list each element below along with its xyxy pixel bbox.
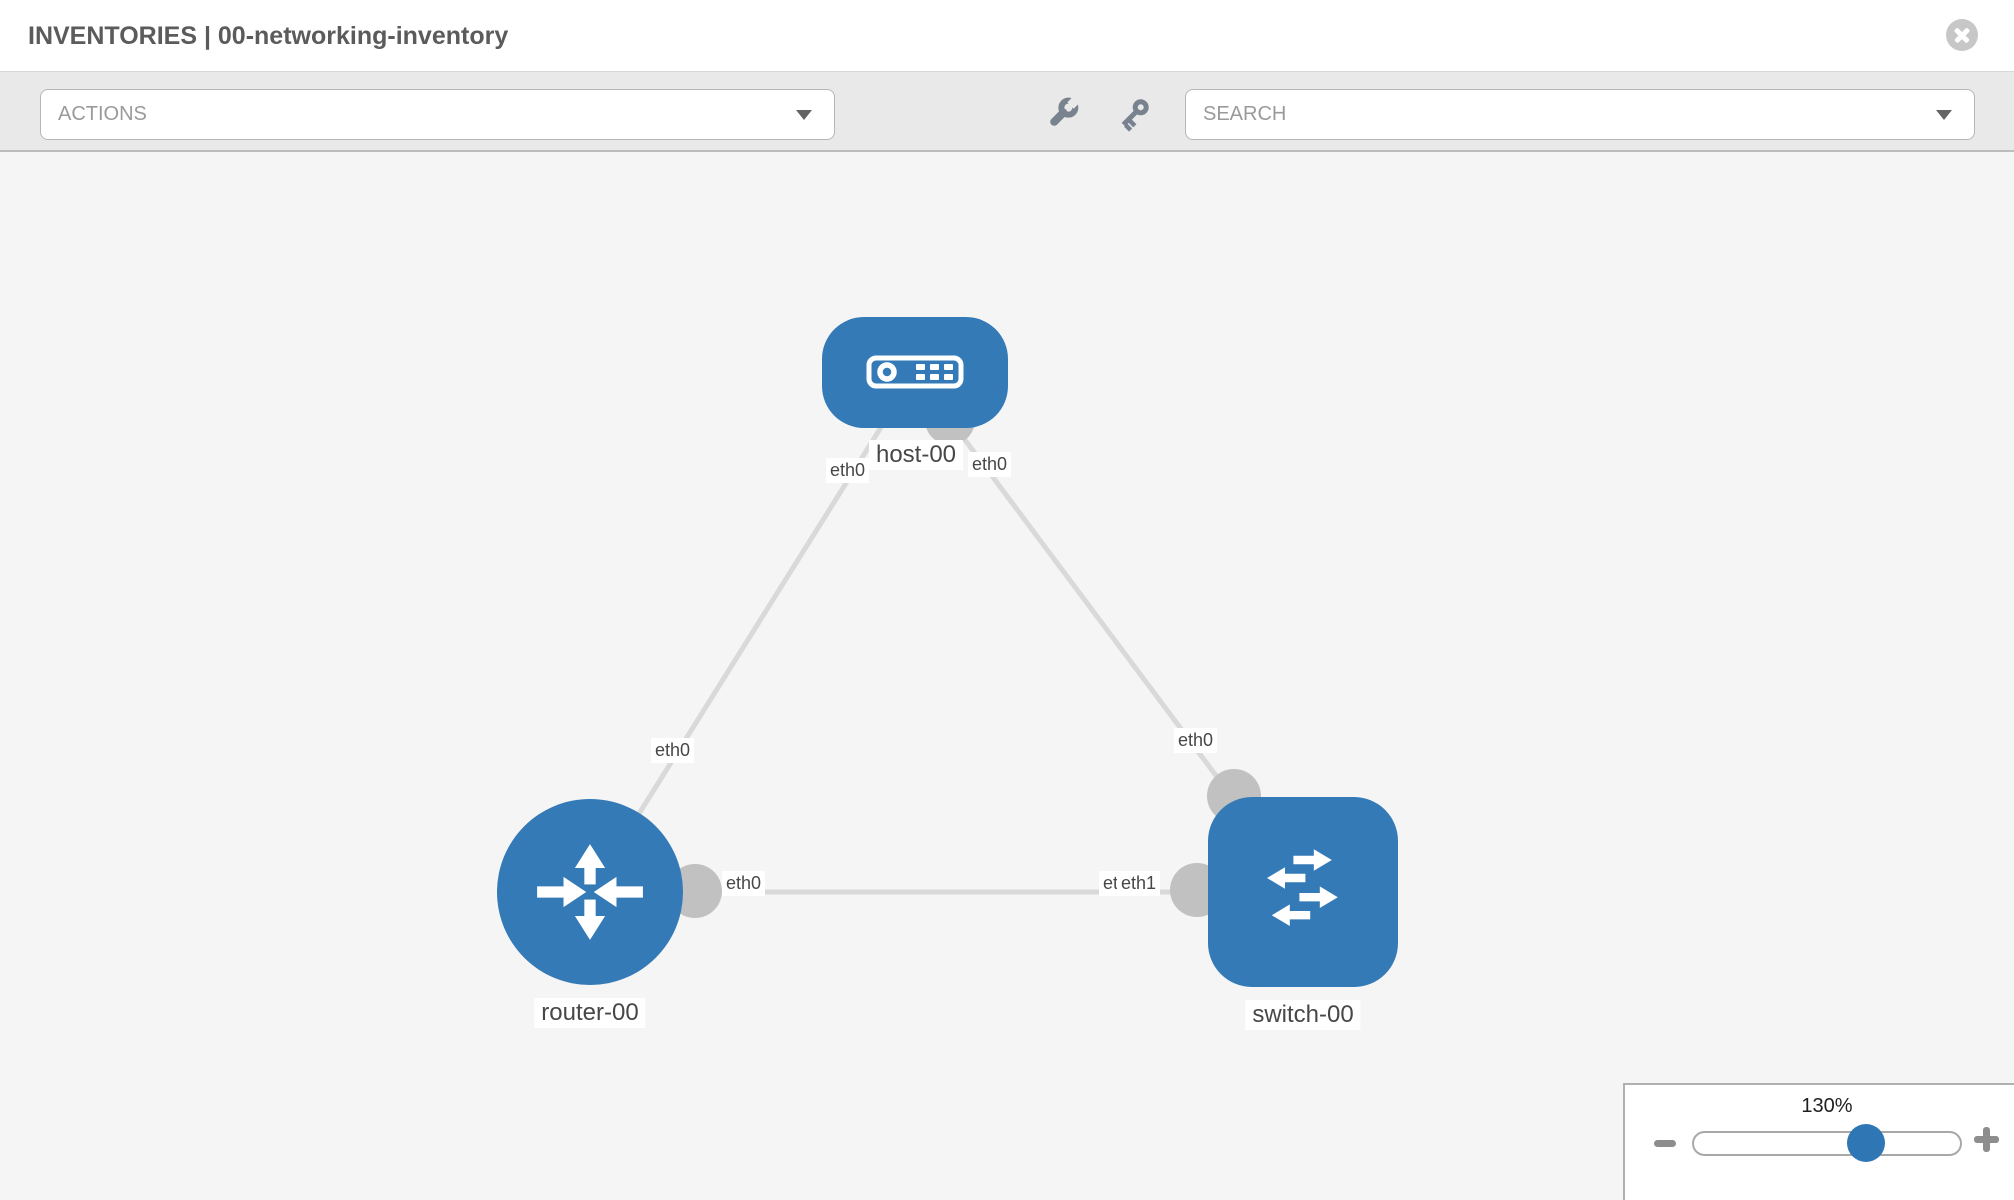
chevron-down-icon [796, 110, 812, 120]
search-placeholder: SEARCH [1203, 103, 1287, 125]
configure-tools-button[interactable] [1044, 95, 1081, 132]
key-icon [1121, 99, 1149, 132]
if-label-host-eth0-to-switch: eth0 [968, 452, 1012, 477]
zoom-slider-track[interactable] [1692, 1131, 1962, 1156]
node-router[interactable] [497, 799, 683, 985]
topology-canvas[interactable]: eth0 eth0 eth0 eth0 eth0 eth0 eth1 host-… [0, 152, 2014, 1200]
zoom-out-button[interactable] [1654, 1140, 1676, 1147]
topology-svg [497, 317, 1398, 987]
if-label-router-eth0-to-host: eth0 [651, 738, 695, 763]
node-label-router: router-00 [534, 998, 646, 1028]
zoom-level: 130% [1801, 1095, 1853, 1117]
node-switch[interactable] [1208, 797, 1398, 987]
close-button[interactable] [1946, 19, 1978, 51]
actions-dropdown-label: ACTIONS [58, 103, 147, 125]
actions-dropdown[interactable]: ACTIONS [40, 89, 835, 140]
node-label-host: host-00 [868, 440, 964, 470]
zoom-control-panel: 130% [1623, 1083, 2014, 1200]
if-label-router-eth0-to-switch: eth0 [722, 871, 766, 896]
node-host[interactable] [822, 317, 1008, 428]
node-label-switch: switch-00 [1245, 1000, 1361, 1030]
panel-header: INVENTORIES | 00-networking-inventory [0, 0, 2014, 72]
chevron-down-icon [1936, 110, 1952, 120]
if-label-switch-eth1: eth1 [1117, 871, 1161, 896]
credentials-button[interactable] [1116, 96, 1152, 132]
toolbar: ACTIONS SEARCH [0, 72, 2014, 152]
zoom-in-button[interactable] [1974, 1127, 1999, 1152]
if-label-switch-eth0: eth0 [1174, 728, 1218, 753]
router-icon [537, 844, 643, 940]
search-dropdown[interactable]: SEARCH [1185, 89, 1975, 140]
plus-icon [1983, 1127, 1990, 1152]
switch-icon [1267, 849, 1338, 926]
page-title: INVENTORIES | 00-networking-inventory [28, 22, 509, 50]
if-label-host-eth0-to-router: eth0 [826, 458, 870, 483]
server-icon [866, 355, 964, 389]
zoom-slider-thumb[interactable] [1847, 1124, 1885, 1162]
wrench-icon [1050, 95, 1081, 126]
